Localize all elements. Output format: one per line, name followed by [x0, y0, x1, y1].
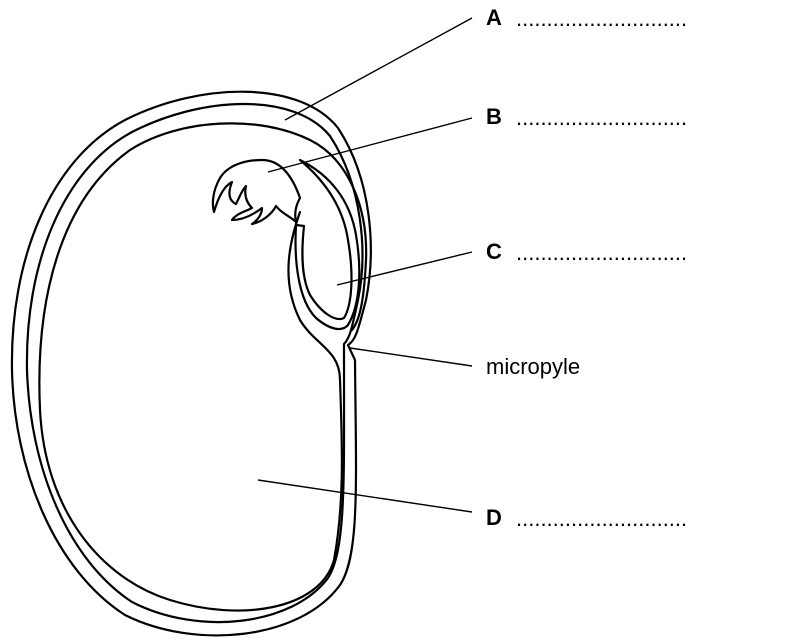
- micropyle-label: micropyle: [486, 354, 580, 380]
- label-a-answer-blank[interactable]: ............................: [516, 6, 790, 32]
- leader-line-d: [258, 480, 472, 512]
- plumule-outline: [213, 160, 300, 224]
- leader-line-b: [268, 118, 472, 172]
- seed-coat-inner: [27, 104, 362, 622]
- label-b-letter: B: [486, 104, 502, 130]
- label-d-letter: D: [486, 505, 502, 531]
- leader-line-a: [285, 18, 472, 120]
- label-d-answer-blank[interactable]: ............................: [516, 506, 790, 532]
- leader-line-c: [337, 252, 472, 285]
- label-b-answer-blank[interactable]: ............................: [516, 105, 790, 131]
- radicle-outline: [296, 160, 360, 329]
- label-a-letter: A: [486, 5, 502, 31]
- seed-coat-outer: [12, 92, 371, 636]
- label-c-letter: C: [486, 239, 502, 265]
- leader-line-micropyle: [350, 348, 472, 366]
- label-c-answer-blank[interactable]: ............................: [516, 240, 790, 266]
- cotyledon-outline: [39, 123, 366, 610]
